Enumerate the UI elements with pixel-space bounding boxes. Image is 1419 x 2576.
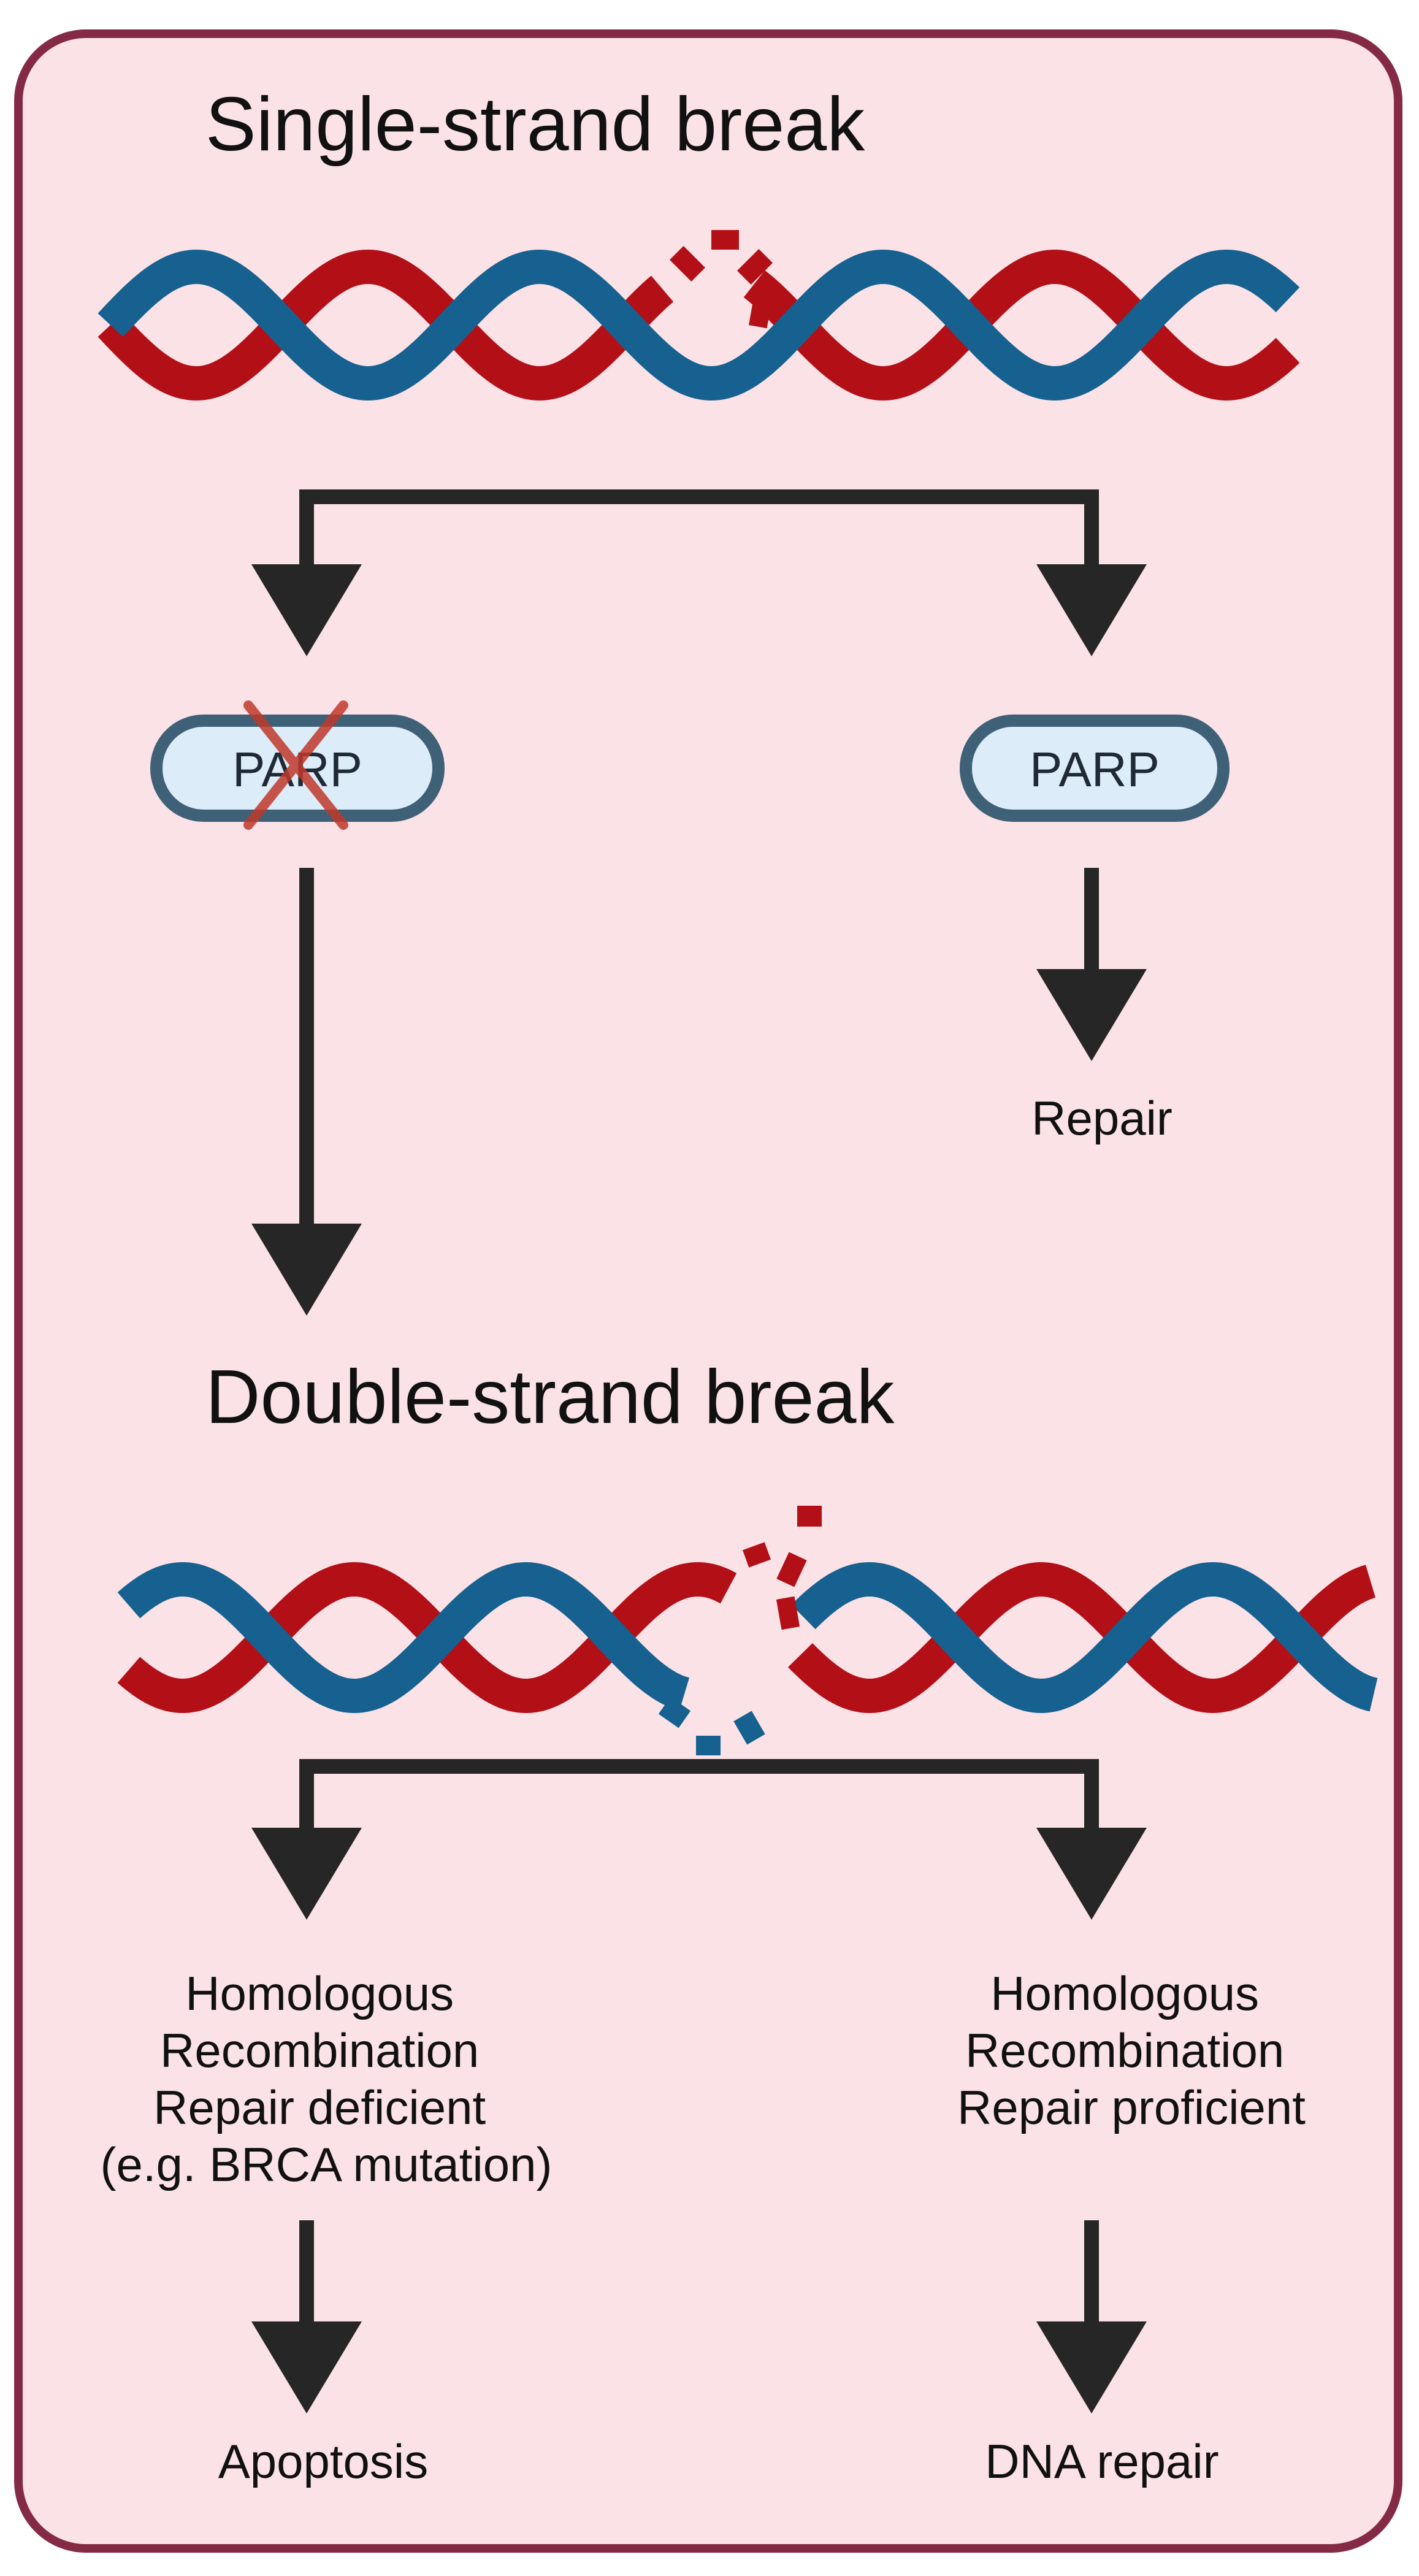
parp-active-pill: PARP [960, 715, 1230, 822]
strand-fragment [696, 1736, 721, 1755]
single-strand-break-dna [98, 230, 1300, 401]
arrowhead-to-parp-inhibited [251, 564, 362, 656]
hr-proficient-text: Homologous Recombination Repair proficie… [957, 1966, 1306, 2134]
dna-repair-label: DNA repair [985, 2434, 1218, 2488]
ss-branch-arrow [299, 489, 1099, 564]
strand-fragment [776, 1596, 800, 1630]
diagram-panel [14, 29, 1402, 2553]
ds-blue-strand-left [117, 1562, 690, 1714]
ss-blue-strand [98, 249, 1300, 401]
parp-active-label: PARP [1030, 742, 1160, 797]
arrowhead-to-dna-repair [1036, 2321, 1147, 2413]
strand-fragment [711, 230, 739, 250]
repair-label: Repair [1031, 1091, 1172, 1145]
hr-deficient-line-3: Repair deficient [153, 2080, 486, 2134]
hr-deficient-line-2: Recombination [160, 2023, 479, 2077]
arrowhead-to-hr-proficient [1036, 1828, 1147, 1920]
arrowhead-to-hr-deficient [251, 1828, 362, 1920]
ss-break-fragments-icon [670, 230, 773, 329]
arrowhead-to-parp-active [1036, 564, 1147, 656]
arrowhead-to-apoptosis [251, 2321, 362, 2413]
hr-deficient-line-4: (e.g. BRCA mutation) [101, 2137, 553, 2191]
strand-fragment [670, 246, 705, 282]
ds-branch-arrow [299, 1759, 1099, 1828]
hr-deficient-text: Homologous Recombination Repair deficien… [101, 1966, 553, 2191]
parp-inhibited-pill: PARP [150, 700, 445, 830]
ds-blue-break-fragments-icon [658, 1696, 765, 1755]
double-strand-break-dna [117, 1506, 1378, 1755]
strand-fragment [733, 1711, 765, 1745]
strand-fragment [749, 296, 772, 329]
ds-red-break-fragments-icon [743, 1506, 822, 1630]
strand-fragment [776, 1552, 807, 1587]
ds-blue-strand-right [791, 1562, 1378, 1714]
strand-fragment [658, 1696, 691, 1728]
strand-fragment [743, 1542, 771, 1568]
double-strand-break-title: Double-strand break [205, 1355, 895, 1439]
strand-fragment [797, 1506, 822, 1527]
ss-red-strand-left [98, 249, 674, 401]
apoptosis-label: Apoptosis [218, 2434, 429, 2488]
arrowhead-to-dsb [251, 1224, 362, 1316]
arrowhead-to-repair [1036, 969, 1147, 1061]
ds-red-strand-right [788, 1562, 1376, 1714]
hr-proficient-line-2: Recombination [965, 2023, 1284, 2077]
hr-deficient-line-1: Homologous [185, 1966, 454, 2020]
cross-icon [243, 700, 348, 830]
ss-red-strand-right [743, 249, 1300, 401]
hr-proficient-line-3: Repair proficient [957, 2080, 1306, 2134]
single-strand-break-title: Single-strand break [205, 82, 865, 167]
hr-proficient-line-1: Homologous [990, 1966, 1259, 2020]
strand-fragment [737, 249, 773, 285]
